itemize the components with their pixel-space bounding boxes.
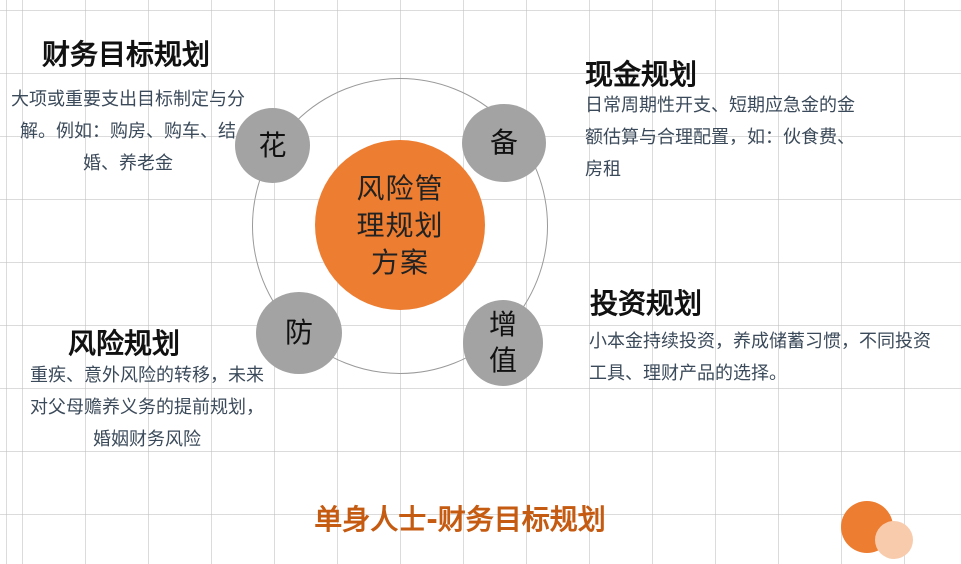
node-zeng-label: 增值 — [488, 308, 517, 377]
node-hua: 花 — [235, 108, 310, 183]
risk-plan-description: 重疾、意外风险的转移，未来对父母赡养义务的提前规划，婚姻财务风险 — [30, 365, 264, 450]
node-bei: 备 — [462, 104, 546, 182]
footer-title: 单身人士-财务目标规划 — [314, 503, 606, 536]
investment-plan-description: 小本金持续投资，养成储蓄习惯，不同投资工具、理财产品的选择。 — [589, 331, 931, 384]
investment-plan-title: 投资规划 — [590, 287, 703, 320]
node-fang-label: 防 — [284, 316, 313, 349]
center-label: 风险管理规划方案 — [356, 171, 444, 279]
financial-goal-title: 财务目标规划 — [42, 38, 211, 71]
cash-plan-description: 日常周期性开支、短期应急金的金额估算与合理配置，如：伙食费、房租 — [585, 95, 855, 180]
node-fang: 防 — [256, 292, 342, 374]
financial-goal-description: 大项或重要支出目标制定与分解。例如：购房、购车、结婚、养老金 — [11, 89, 245, 174]
outer-ring — [252, 78, 548, 374]
node-bei-label: 备 — [489, 126, 518, 159]
node-hua-label: 花 — [258, 128, 287, 162]
decor-circle-light — [875, 521, 913, 559]
risk-plan-title: 风险规划 — [68, 327, 181, 360]
node-zeng: 增值 — [463, 300, 543, 386]
cash-plan-title: 现金规划 — [585, 58, 698, 91]
center-circle: 风险管理规划方案 — [315, 140, 485, 310]
